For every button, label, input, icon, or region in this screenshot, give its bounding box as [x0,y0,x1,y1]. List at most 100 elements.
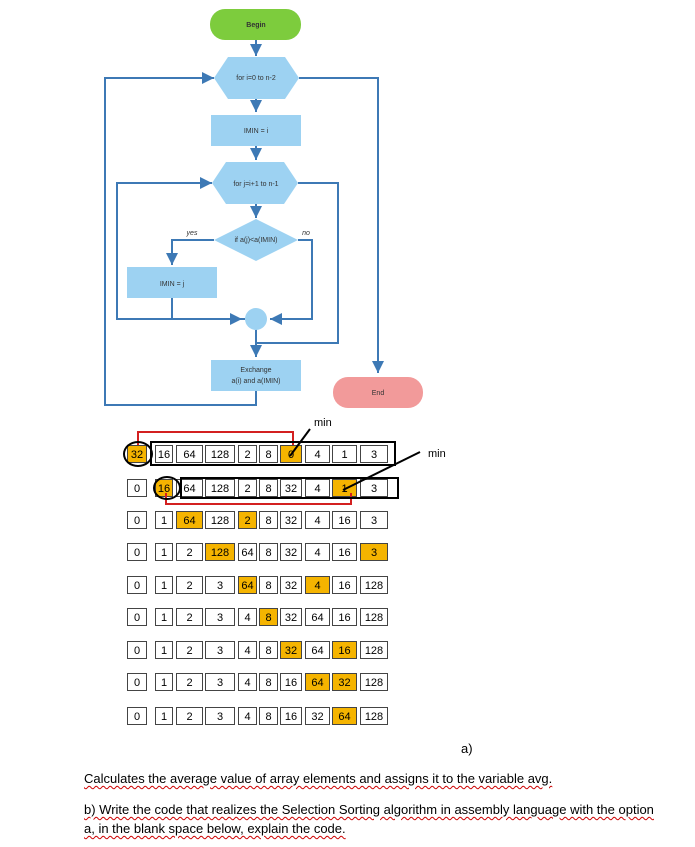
option-b-line1: b) Write the code that realizes the Sele… [84,802,654,817]
table-cell: 128 [205,511,235,529]
table-cell: 128 [205,543,235,561]
table-cell: 4 [305,445,330,463]
table-cell: 2 [238,445,257,463]
table-cell: 8 [259,707,278,725]
table-cell: 4 [305,576,330,594]
table-cell: 32 [280,608,302,626]
table-cell: 8 [259,576,278,594]
table-cell: 16 [332,511,357,529]
table-cell: 1 [155,673,173,691]
inner-loop-shape [212,162,298,204]
table-cell: 0 [127,641,147,659]
table-cell: 3 [205,673,235,691]
table-cell: 0 [127,511,147,529]
table-cell: 0 [127,608,147,626]
table-cell: 64 [176,445,203,463]
exchange-box [211,360,301,391]
table-cell: 3 [360,479,388,497]
table-cell: 1 [155,707,173,725]
outer-loop-label: for i=0 to n-2 [236,75,276,82]
table-cell: 16 [332,608,357,626]
table-cell: 2 [176,707,203,725]
table-cell: 16 [280,673,302,691]
table-cell: 2 [238,479,257,497]
table-cell: 1 [155,543,173,561]
table-cell: 8 [259,543,278,561]
option-a-text: Calculates the average value of array el… [84,771,553,786]
min-label-top: min [314,417,332,429]
assign-min-i-box [211,115,301,146]
table-cell: 3 [205,641,235,659]
table-cell: 128 [360,673,388,691]
outer-loop-shape [214,57,299,99]
table-cell: 8 [259,511,278,529]
table-cell: 4 [238,608,257,626]
table-cell: 32 [280,511,302,529]
yes-label: yes [186,230,198,237]
table-cell: 64 [305,673,330,691]
begin-label: Begin [246,22,265,29]
begin-terminal [210,9,301,40]
table-cell: 2 [176,576,203,594]
table-cell: 64 [332,707,357,725]
table-cell: 0 [127,576,147,594]
table-cell: 32 [280,543,302,561]
inner-loop-label: for j=i+1 to n-1 [233,181,278,188]
selection-sort-flowchart: Begin for i=0 to n-2 IMIN = i for j=i+1 … [104,9,423,408]
table-cell: 3 [360,511,388,529]
table-cell: 4 [238,707,257,725]
table-cell: 1 [332,445,357,463]
table-cell: 64 [176,511,203,529]
table-cell: 128 [205,445,235,463]
table-cell: 3 [205,576,235,594]
table-cell: 128 [205,479,235,497]
table-cell: 0 [127,543,147,561]
table-cell: 16 [332,641,357,659]
table-cell: 128 [360,576,388,594]
table-cell: 4 [305,543,330,561]
assign-min-i-label: IMIN = i [244,128,269,135]
table-cell: 8 [259,445,278,463]
condition-diamond [214,219,298,261]
table-cell: 0 [127,707,147,725]
table-cell: 128 [360,641,388,659]
table-cell: 3 [205,707,235,725]
table-cell: 8 [259,479,278,497]
table-cell: 0 [127,673,147,691]
table-cell: 32 [305,707,330,725]
table-cell: 4 [238,641,257,659]
table-cell: 128 [360,707,388,725]
table-cell: 32 [280,641,302,659]
table-cell: 16 [332,576,357,594]
no-label: no [302,230,310,237]
table-cell: 3 [360,543,388,561]
table-cell: 32 [280,576,302,594]
table-cell: 8 [259,608,278,626]
table-cell: 128 [360,608,388,626]
end-label: End [372,390,385,397]
table-cell: 32 [280,479,302,497]
table-cell: 16 [332,543,357,561]
table-cell: 2 [238,511,257,529]
condition-label: if a(j)<a(IMIN) [235,237,278,244]
exchange-label-2: a(i) and a(IMIN) [231,378,280,385]
table-cell: 3 [360,445,388,463]
exchange-label-1: Exchange [240,367,271,374]
table-cell: 0 [127,479,147,497]
table-cell: 2 [176,673,203,691]
table-cell: 1 [155,511,173,529]
table-cell: 64 [305,641,330,659]
table-cell: 2 [176,543,203,561]
table-cell: 8 [259,673,278,691]
min-pointers [289,428,421,491]
table-cell: 4 [238,673,257,691]
assign-min-j-box [127,267,217,298]
table-cell: 64 [238,576,257,594]
min-label-right: min [428,448,446,460]
table-cell: 16 [280,707,302,725]
current-circle-row2 [153,476,181,500]
table-cell: 4 [305,479,330,497]
table-cell: 8 [259,641,278,659]
table-cell: 32 [332,673,357,691]
assign-min-j-label: IMIN = j [160,281,185,288]
